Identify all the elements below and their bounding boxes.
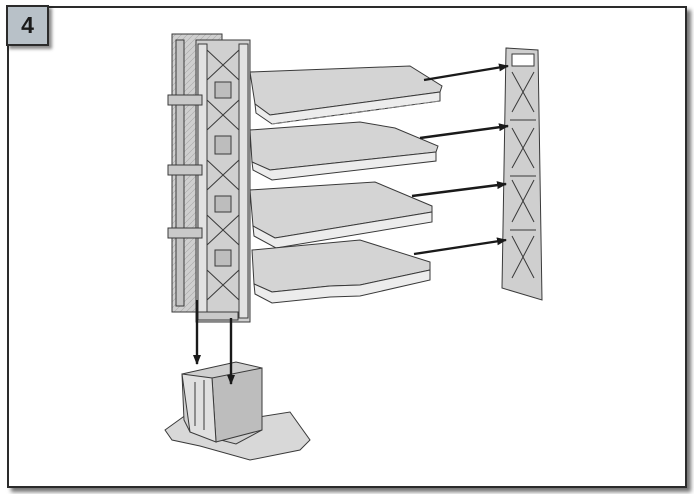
shelf-3 xyxy=(249,181,433,249)
arrow-shelf-4 xyxy=(413,237,507,256)
arrow-shelf-1 xyxy=(423,63,509,82)
shelf-1 xyxy=(249,65,443,125)
arrow-shelf-2 xyxy=(419,123,509,140)
assembly-arrows xyxy=(193,63,509,385)
arrow-shelf-3 xyxy=(411,181,507,198)
shelf-2 xyxy=(249,121,439,181)
frame-post-right xyxy=(501,47,543,301)
shelf-4 xyxy=(251,239,431,304)
base-stand xyxy=(164,361,311,461)
double-frame-post-left xyxy=(167,33,251,323)
step-number-badge: 4 xyxy=(6,5,49,46)
